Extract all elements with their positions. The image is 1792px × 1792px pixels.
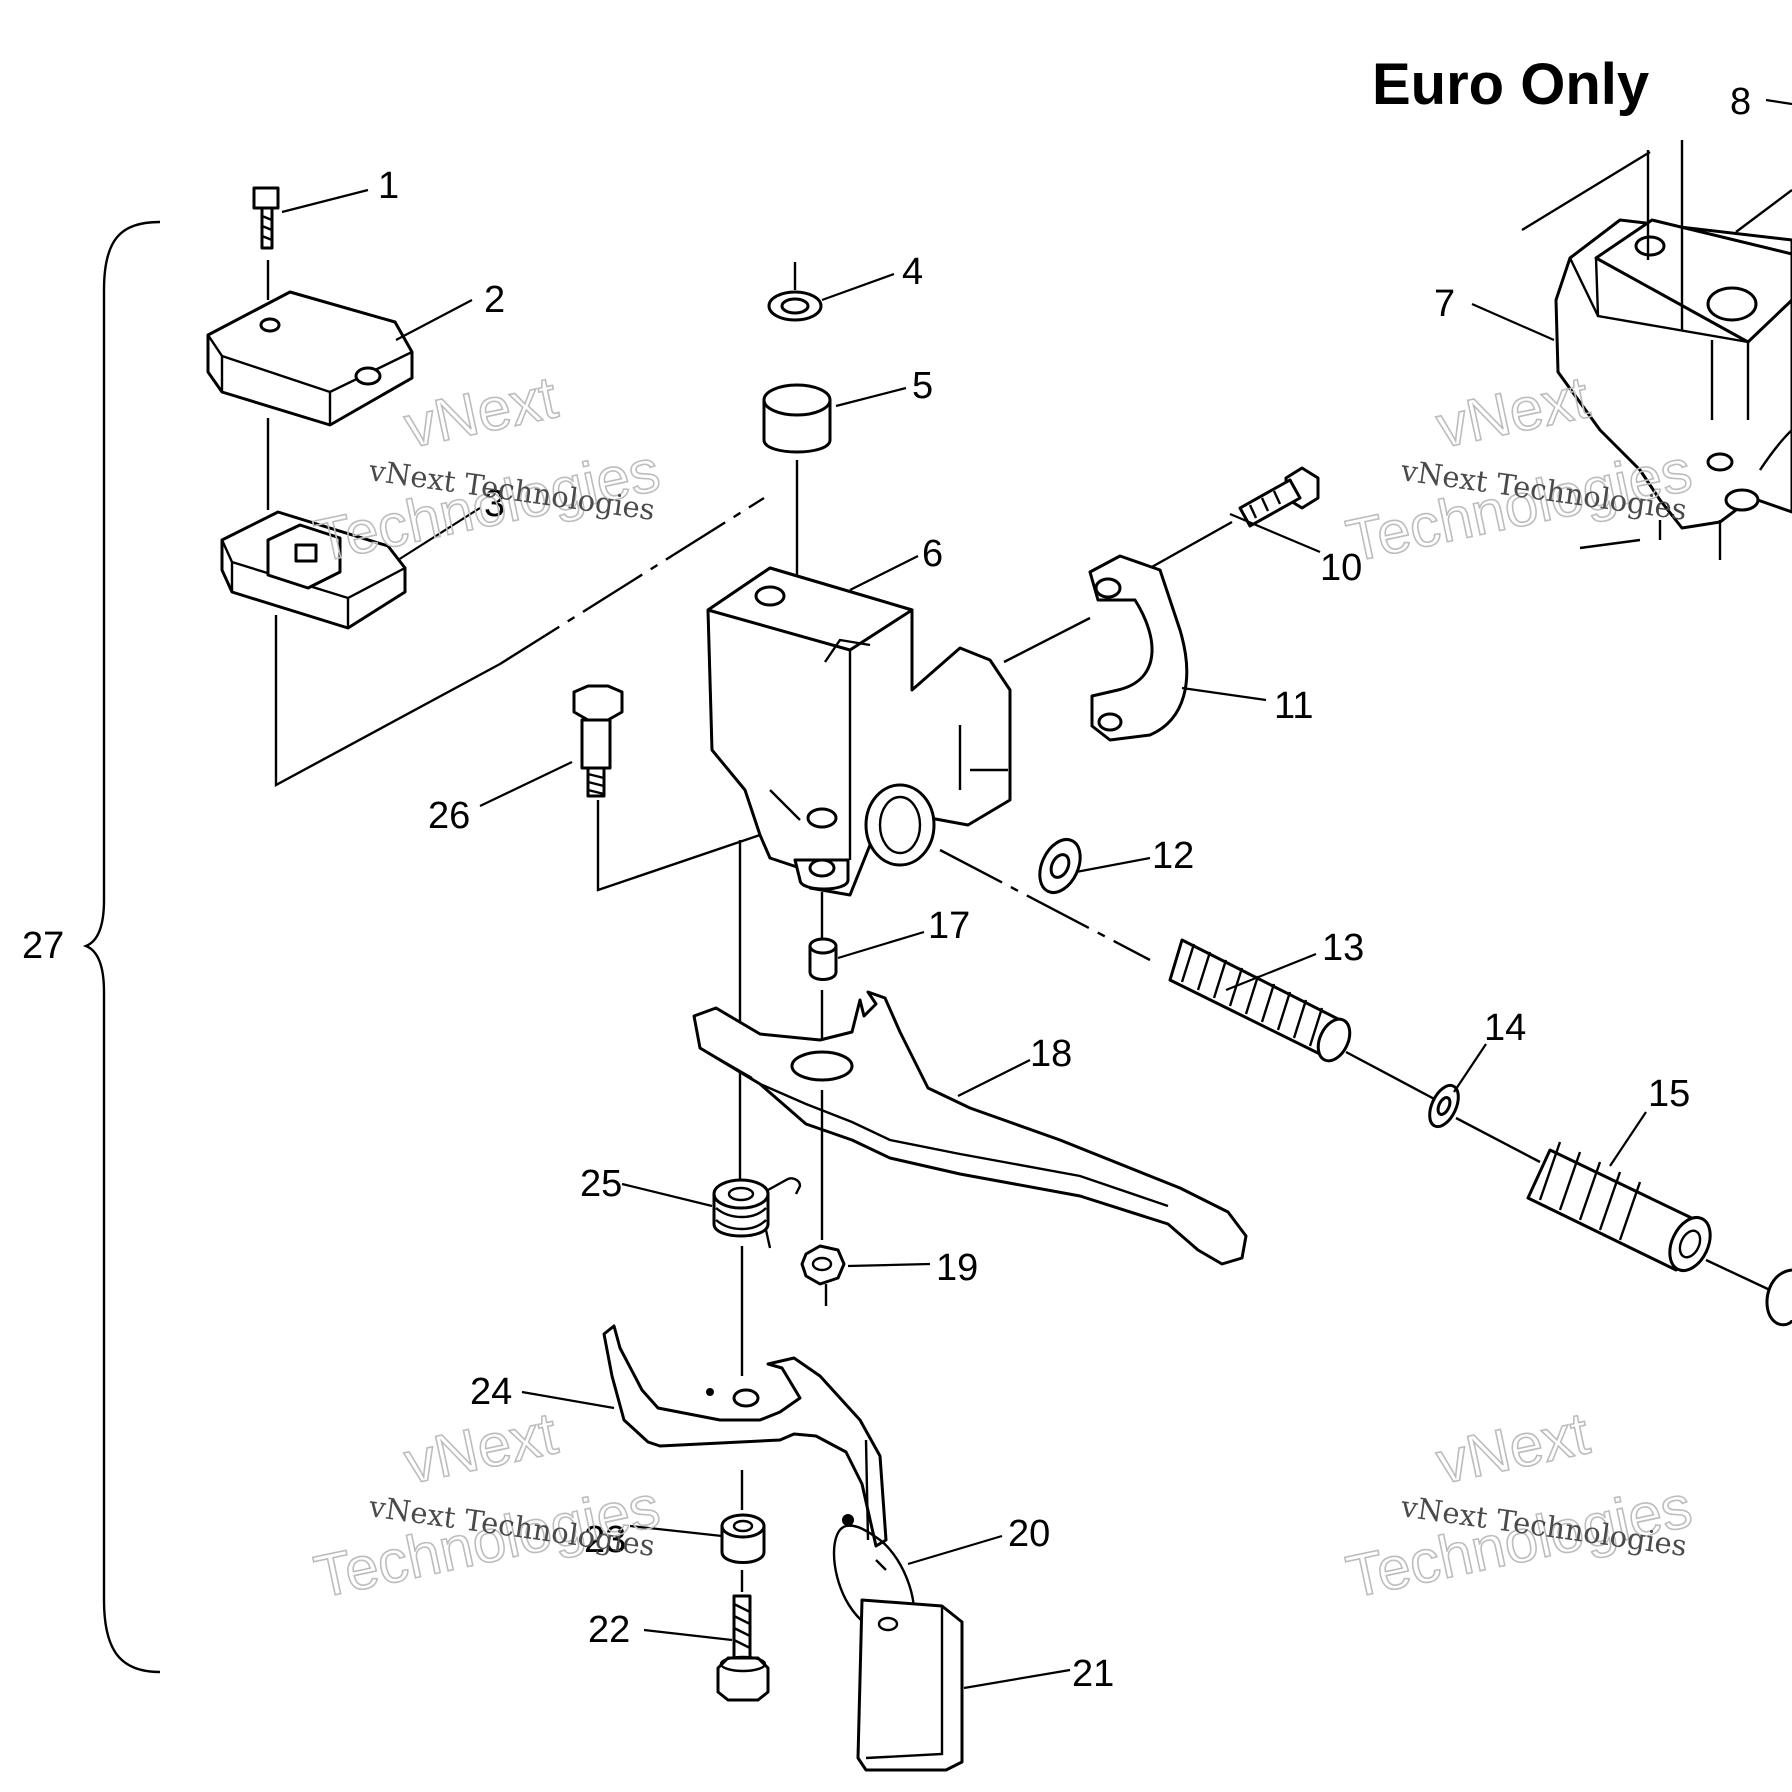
part-1-bolt — [252, 186, 280, 250]
label-8: 8 — [1730, 81, 1751, 123]
part-16-seal-partial — [1765, 1268, 1792, 1327]
label-21: 21 — [1072, 1653, 1114, 1695]
axis-26 — [596, 800, 761, 892]
axis-15-seal — [1705, 1258, 1771, 1292]
label-25: 25 — [580, 1163, 622, 1205]
axis-6-12 — [939, 848, 1151, 962]
label-15: 15 — [1648, 1073, 1690, 1115]
label-1: 1 — [378, 165, 399, 207]
part-4-ring — [767, 262, 823, 322]
part-3-diaphragm — [220, 510, 407, 630]
label-23: 23 — [584, 1519, 626, 1561]
label-20: 20 — [1008, 1513, 1050, 1555]
watermark-bottom-right: vNext Technologies vNext Technologies — [1340, 1398, 1698, 1611]
label-3: 3 — [484, 483, 505, 525]
part-10-clamp-bolt — [1238, 466, 1320, 528]
part-23-nut — [720, 1513, 766, 1564]
axis-11-6 — [1003, 616, 1091, 664]
label-12: 12 — [1152, 835, 1194, 877]
part-2-cover — [206, 290, 414, 427]
label-22: 22 — [588, 1609, 630, 1651]
part-24-bracket — [602, 1324, 888, 1548]
part-8-euro-axis-lines — [1521, 140, 1792, 420]
part-14-washer — [1428, 1083, 1460, 1129]
watermark-bottom-left: vNext Technologies vNext Technologies — [308, 1398, 666, 1611]
part-15-piston — [1526, 1141, 1712, 1272]
part-5-bushing — [762, 383, 832, 454]
axis-14-15 — [1455, 1116, 1541, 1164]
part-26-pivot-bolt — [572, 684, 624, 798]
label-14: 14 — [1484, 1007, 1526, 1049]
part-17-sleeve — [808, 892, 838, 1040]
part-18-lever — [692, 990, 1248, 1266]
label-26: 26 — [428, 795, 470, 837]
leader-lines — [281, 98, 1792, 1690]
axis-10-11 — [1149, 520, 1233, 570]
axis-cover-dash — [499, 496, 765, 666]
part-7-euro-master-cylinder — [1554, 218, 1792, 560]
label-4: 4 — [902, 251, 923, 293]
part-25-torsion-spring — [712, 1177, 802, 1249]
label-6: 6 — [922, 533, 943, 575]
part-11-clamp — [1088, 554, 1189, 742]
part-6-master-cylinder — [706, 566, 1012, 897]
part-21-tag — [856, 1598, 964, 1772]
part-12-washer — [1038, 838, 1082, 894]
svg-text:vNext: vNext — [1431, 1399, 1595, 1496]
label-18: 18 — [1030, 1033, 1072, 1075]
svg-text:vNext: vNext — [399, 363, 563, 460]
svg-text:vNext: vNext — [399, 1399, 563, 1496]
label-11: 11 — [1274, 685, 1313, 727]
part-19-nut — [800, 1244, 846, 1306]
part-22-screw — [716, 1594, 770, 1702]
label-5: 5 — [912, 365, 933, 407]
assembly-bracket-27 — [82, 220, 161, 1674]
axis-cover-to-body — [274, 615, 501, 788]
label-24: 24 — [470, 1371, 512, 1413]
label-10: 10 — [1320, 547, 1362, 589]
label-17: 17 — [928, 905, 970, 947]
part-13-spring — [1168, 938, 1352, 1063]
svg-text:vNext: vNext — [1431, 363, 1595, 460]
euro-only-title: Euro Only — [1372, 52, 1649, 117]
label-13: 13 — [1322, 927, 1364, 969]
label-27: 27 — [22, 925, 64, 967]
label-19: 19 — [936, 1247, 978, 1289]
label-2: 2 — [484, 279, 505, 321]
axis-13-14 — [1345, 1050, 1441, 1104]
label-7: 7 — [1434, 283, 1455, 325]
